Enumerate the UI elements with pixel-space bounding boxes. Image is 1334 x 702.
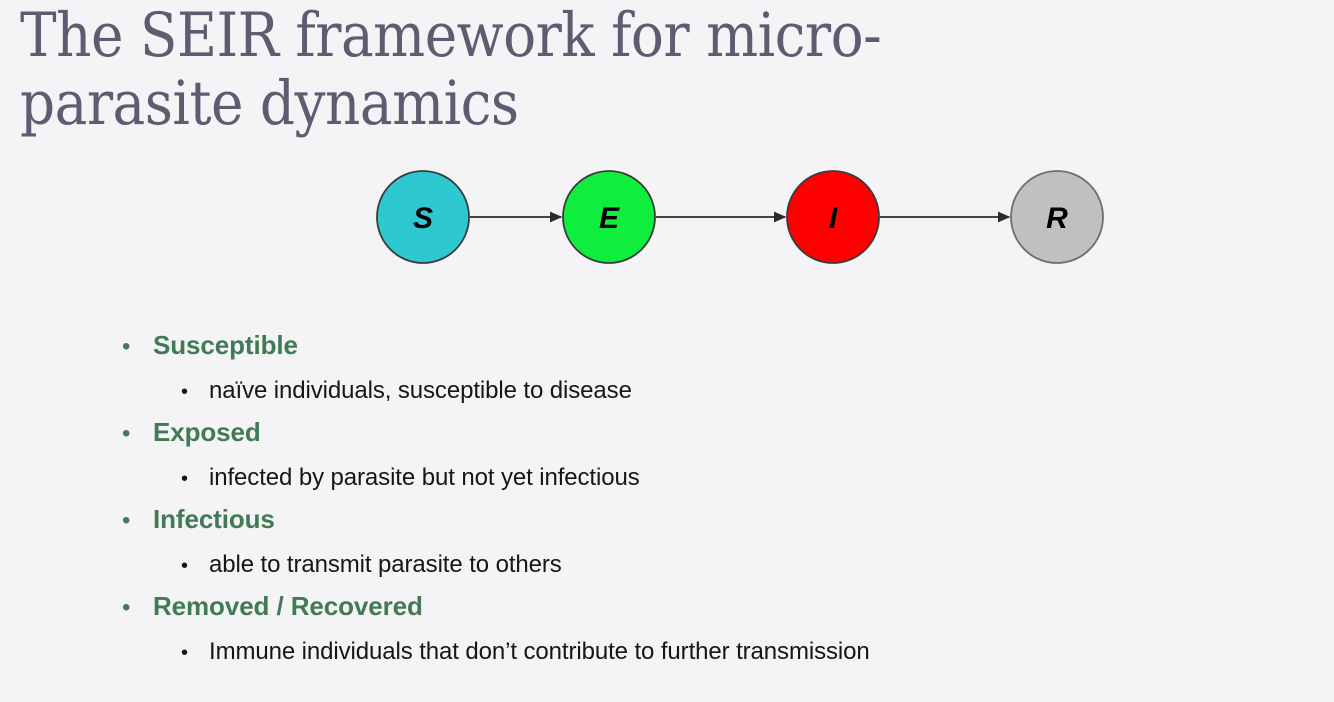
sub-bullet-marker-icon: • — [181, 555, 189, 577]
sub-bullet-marker-icon: • — [181, 381, 189, 403]
term-label: Susceptible — [153, 330, 298, 360]
node-label-infectious: I — [829, 202, 838, 235]
circle-exposed[interactable] — [562, 170, 656, 264]
term-infectious: • Infectious — [0, 502, 1334, 549]
definition-exposed: • infected by parasite but not yet infec… — [0, 462, 1334, 502]
term-removed-recovered: • Removed / Recovered — [0, 589, 1334, 636]
bullet-marker-icon: • — [122, 507, 131, 534]
circle-infectious[interactable] — [786, 170, 880, 264]
seir-diagram: S E I R — [0, 158, 1334, 283]
node-label-susceptible: S — [413, 202, 433, 235]
term-label: Infectious — [153, 504, 275, 534]
term-exposed: • Exposed — [0, 415, 1334, 462]
node-label-removed-recovered: R — [1046, 202, 1068, 235]
bullet-marker-icon: • — [122, 420, 131, 447]
definition-removed-recovered: • Immune individuals that don’t contribu… — [0, 636, 1334, 676]
definition-list: • Susceptible • naïve individuals, susce… — [0, 328, 1334, 676]
definition-label: infected by parasite but not yet infecti… — [209, 464, 640, 491]
definition-label: able to transmit parasite to others — [209, 551, 562, 578]
page-title: The SEIR framework for micro-parasite dy… — [20, 0, 882, 139]
bullet-marker-icon: • — [122, 333, 131, 360]
node-removed-recovered[interactable]: R — [1010, 170, 1104, 264]
sub-bullet-marker-icon: • — [181, 468, 189, 490]
term-label: Exposed — [153, 417, 261, 447]
list-item: • Exposed • infected by parasite but not… — [0, 415, 1334, 502]
seir-diagram-svg: S E I R — [376, 170, 1104, 264]
node-susceptible[interactable]: S — [376, 170, 470, 264]
list-item: • Infectious • able to transmit parasite… — [0, 502, 1334, 589]
term-label: Removed / Recovered — [153, 591, 423, 621]
node-label-exposed: E — [599, 202, 620, 235]
sub-bullet-marker-icon: • — [181, 642, 189, 664]
definition-susceptible: • naïve individuals, susceptible to dise… — [0, 375, 1334, 415]
list-item: • Removed / Recovered • Immune individua… — [0, 589, 1334, 676]
definition-infectious: • able to transmit parasite to others — [0, 549, 1334, 589]
node-infectious[interactable]: I — [786, 170, 880, 264]
term-susceptible: • Susceptible — [0, 328, 1334, 375]
definition-label: Immune individuals that don’t contribute… — [209, 638, 870, 665]
list-item: • Susceptible • naïve individuals, susce… — [0, 328, 1334, 415]
circle-removed-recovered[interactable] — [1010, 170, 1104, 264]
circle-susceptible[interactable] — [376, 170, 470, 264]
definition-label: naïve individuals, susceptible to diseas… — [209, 377, 632, 404]
node-exposed[interactable]: E — [562, 170, 656, 264]
bullet-marker-icon: • — [122, 594, 131, 621]
